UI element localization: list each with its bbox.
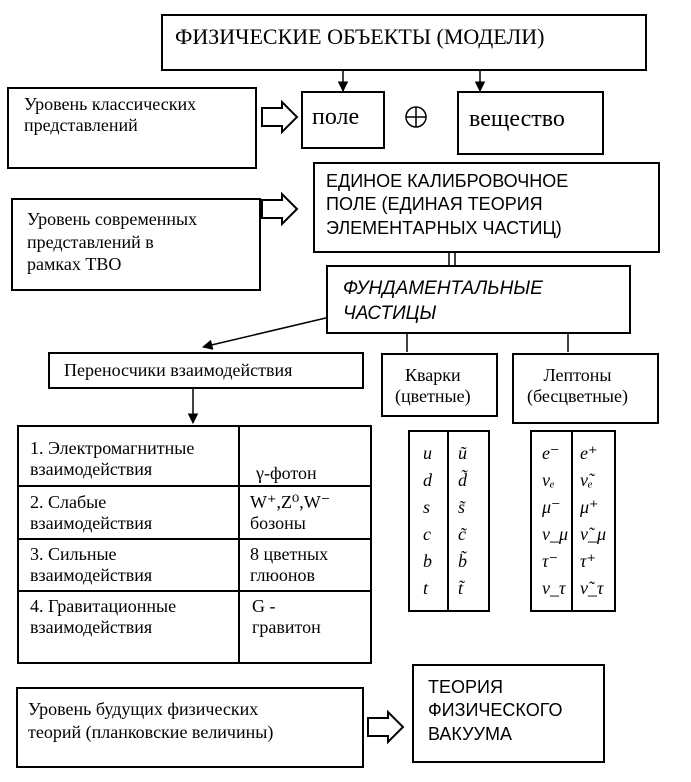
lepton-electron: e⁻ <box>542 443 560 463</box>
table-row-divider-3 <box>17 590 372 592</box>
antiquark-t: t̃ <box>458 578 464 598</box>
antilepton-antimuon: μ⁺ <box>580 497 599 517</box>
lepton-muon-neutrino: ν_μ <box>542 524 569 544</box>
table-row-2-carrier: W⁺,Z⁰,W⁻ бозоны <box>250 492 331 533</box>
modern-level-label: Уровень современных представлений в рамк… <box>27 209 198 274</box>
antilepton-electron-antineutrino: ν̃ₑ <box>580 470 593 490</box>
leptons-symbol-divider <box>571 430 573 612</box>
table-row-3-interaction: 3. Сильные взаимодействия <box>30 544 153 585</box>
title-box <box>161 14 647 71</box>
arrow-fundamental-to-carriers <box>201 316 331 350</box>
carriers-label: Переносчики взаимодействия <box>64 360 293 380</box>
quark-u: u <box>423 443 432 463</box>
antiquark-u: ũ <box>458 443 467 463</box>
title-text: ФИЗИЧЕСКИЕ ОБЪЕКТЫ (МОДЕЛИ) <box>175 24 545 49</box>
future-level-box <box>16 687 364 768</box>
field-box <box>301 91 385 149</box>
carriers-box <box>48 352 364 389</box>
antilepton-tau-antineutrino: ν̃_τ <box>580 578 604 598</box>
quarks-label: Кварки (цветные) <box>395 365 471 406</box>
hollow-arrow-classical <box>261 99 299 135</box>
antiquark-c: c̃ <box>458 524 466 544</box>
antilepton-muon-antineutrino: ν̃_μ <box>580 524 607 544</box>
table-row-1-interaction: 1. Электромагнитные взаимодействия <box>30 438 195 479</box>
modern-level-box <box>11 198 261 291</box>
classical-level-label: Уровень классических представлений <box>24 94 197 135</box>
leptons-symbol-table <box>530 430 616 612</box>
lepton-tau: τ⁻ <box>542 551 558 571</box>
leptons-box <box>512 353 659 424</box>
matter-label: вещество <box>469 106 565 132</box>
future-level-label: Уровень будущих физических теорий (планк… <box>28 699 274 743</box>
matter-box <box>457 91 604 155</box>
vacuum-theory-box <box>412 664 605 763</box>
field-label: поле <box>312 104 360 130</box>
leptons-label: Лептоны (бесцветные) <box>527 365 628 406</box>
hollow-arrow-modern <box>261 191 299 227</box>
table-row-1-carrier: γ-фотон <box>256 463 317 483</box>
antiquark-b: b̃ <box>458 551 467 571</box>
antiquark-d: d̃ <box>458 470 467 490</box>
quark-c: c <box>423 524 431 544</box>
table-row-3-carrier: 8 цветных глюонов <box>250 544 329 585</box>
antilepton-antitau: τ⁺ <box>580 551 596 571</box>
fundamental-box <box>326 265 631 334</box>
table-column-divider <box>238 425 240 664</box>
table-row-divider-1 <box>17 485 372 487</box>
quarks-box <box>381 353 498 417</box>
table-row-divider-2 <box>17 538 372 540</box>
quark-s: s <box>423 497 431 517</box>
fundamental-label: ФУНДАМЕНТАЛЬНЫЕ ЧАСТИЦЫ <box>343 278 543 324</box>
quark-d: d <box>423 470 432 490</box>
lepton-muon: μ⁻ <box>542 497 561 517</box>
interactions-table <box>17 425 372 664</box>
table-row-4-interaction: 4. Гравитационные взаимодействия <box>30 596 177 637</box>
unified-field-label: ЕДИНОЕ КАЛИБРОВОЧНОЕ ПОЛЕ (ЕДИНАЯ ТЕОРИЯ… <box>326 171 569 238</box>
lepton-electron-neutrino: νₑ <box>542 470 555 490</box>
lepton-tau-neutrino: ν_τ <box>542 578 566 598</box>
hollow-arrow-future <box>367 709 405 745</box>
quarks-symbol-divider <box>447 430 449 612</box>
classical-level-box <box>7 87 257 169</box>
unified-field-box <box>313 162 660 253</box>
quark-t: t <box>423 578 429 598</box>
antilepton-positron: e⁺ <box>580 443 598 463</box>
antiquark-s: s̃ <box>458 497 466 517</box>
table-row-4-carrier: G - гравитон <box>252 596 321 637</box>
quark-b: b <box>423 551 432 571</box>
table-row-2-interaction: 2. Слабые взаимодействия <box>30 492 153 533</box>
vacuum-theory-label: ТЕОРИЯ ФИЗИЧЕСКОГО ВАКУУМА <box>428 677 563 744</box>
quarks-symbol-table <box>408 430 490 612</box>
